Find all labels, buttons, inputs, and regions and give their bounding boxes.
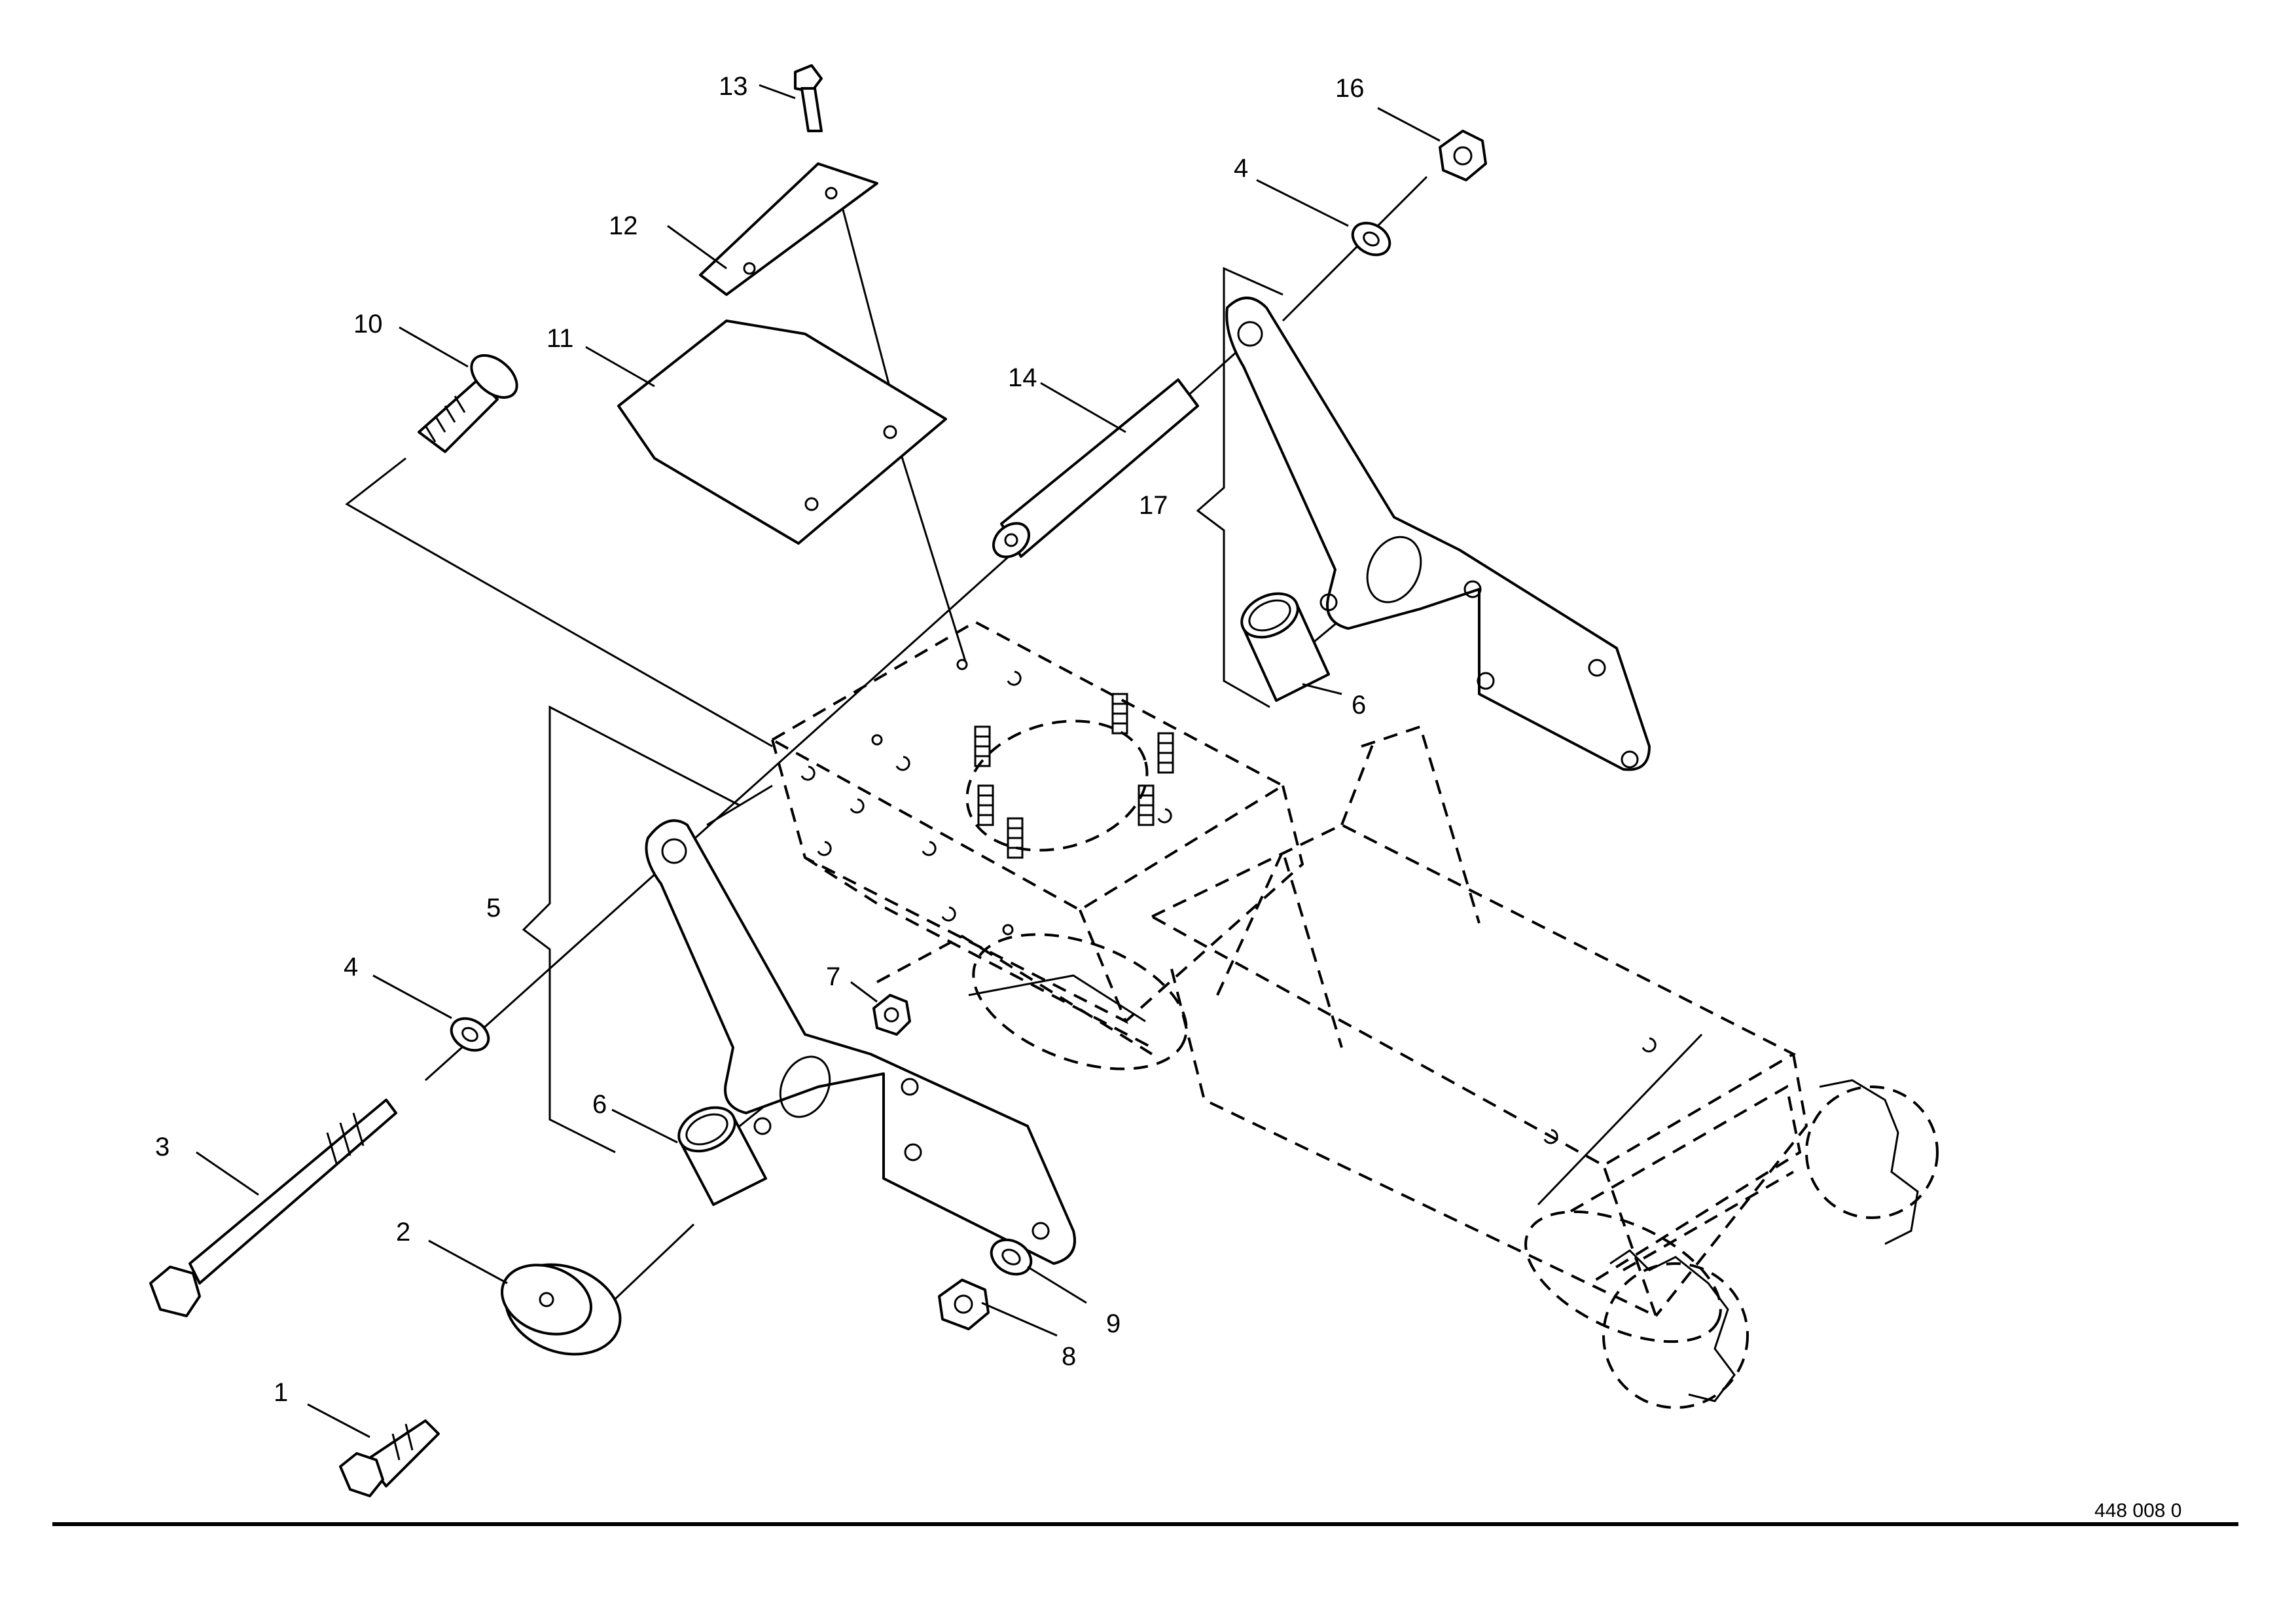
callout-6-left: 6 bbox=[592, 1090, 607, 1119]
callout-9: 9 bbox=[1106, 1309, 1121, 1338]
callout-8: 8 bbox=[1062, 1342, 1076, 1371]
frame-hidden-outline bbox=[769, 620, 1939, 1409]
callout-14: 14 bbox=[1008, 363, 1037, 392]
part-12-strap bbox=[699, 162, 878, 296]
callout-4-right: 4 bbox=[1234, 154, 1248, 183]
callout-12: 12 bbox=[609, 211, 638, 240]
part-14-spacer-tube bbox=[992, 378, 1199, 558]
callout-6-right: 6 bbox=[1352, 691, 1366, 720]
left-mounting-bracket bbox=[645, 819, 1076, 1265]
part-3-long-bolt bbox=[149, 1099, 397, 1317]
part-5-boundary bbox=[522, 705, 740, 1154]
part-11-cover-plate bbox=[617, 319, 947, 545]
callout-4-left: 4 bbox=[344, 953, 358, 981]
callout-5: 5 bbox=[486, 894, 501, 922]
callouts: 1 2 3 4 4 5 6 6 7 8 9 10 11 12 13 14 16 … bbox=[155, 72, 1366, 1407]
callout-17: 17 bbox=[1139, 491, 1168, 520]
part-7-nut bbox=[872, 994, 911, 1036]
part-1-bolt bbox=[339, 1419, 440, 1497]
part-6-bushing-left bbox=[677, 1106, 767, 1206]
part-13-screw bbox=[794, 64, 823, 132]
callout-16: 16 bbox=[1335, 74, 1365, 103]
part-2-thick-washer bbox=[501, 1263, 622, 1356]
drawing-number: 448 008 0 bbox=[2094, 1500, 2181, 1522]
stud-group bbox=[974, 693, 1174, 859]
callout-13: 13 bbox=[719, 72, 748, 101]
part-10-carriage-bolt bbox=[418, 354, 518, 453]
part-17-boundary bbox=[1196, 266, 1283, 708]
leader-lines bbox=[196, 84, 1441, 1438]
callout-2: 2 bbox=[396, 1218, 410, 1247]
callout-10: 10 bbox=[353, 310, 383, 338]
part-6-bushing-right bbox=[1240, 592, 1330, 702]
part-8-nut bbox=[938, 1279, 990, 1330]
part-16-nut bbox=[1439, 130, 1487, 181]
callout-11: 11 bbox=[547, 324, 574, 353]
right-mounting-bracket bbox=[1225, 297, 1651, 771]
callout-1: 1 bbox=[274, 1378, 288, 1407]
callout-7: 7 bbox=[826, 962, 840, 991]
callout-3: 3 bbox=[155, 1133, 170, 1161]
part-4-washer-right bbox=[1351, 221, 1391, 257]
part-4-washer-left bbox=[450, 1017, 490, 1052]
